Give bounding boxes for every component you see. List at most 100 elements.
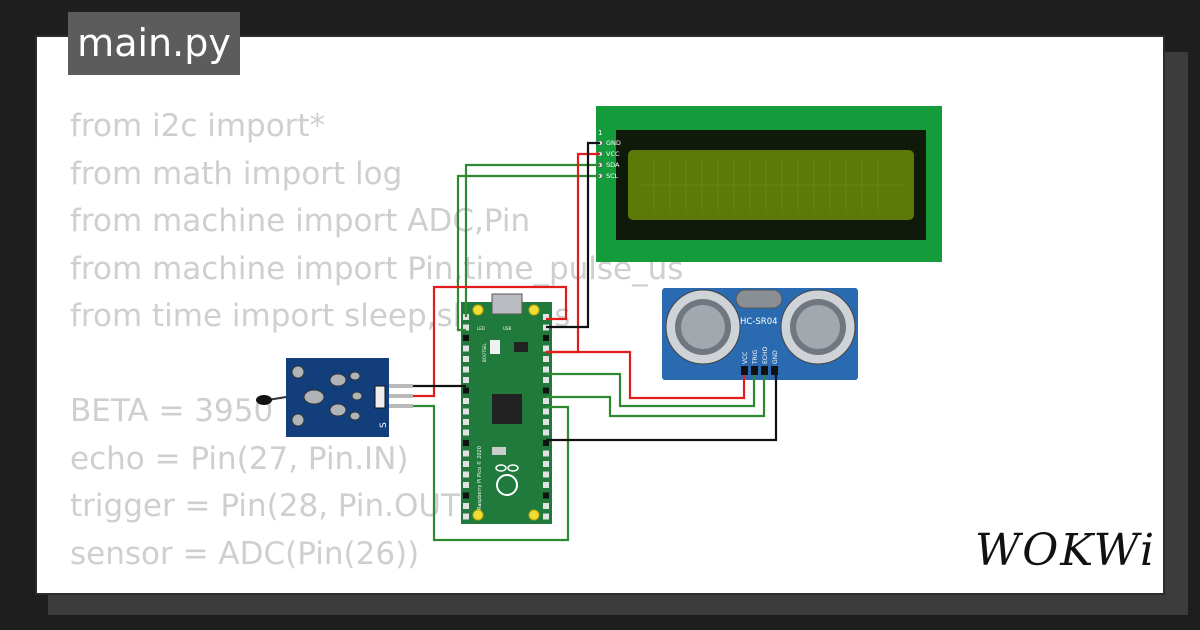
pico-pin[interactable] xyxy=(463,366,469,373)
pico-pin[interactable] xyxy=(463,377,469,383)
pico-pin[interactable] xyxy=(543,450,549,457)
pico-mount-hole xyxy=(528,304,540,316)
pico-pin[interactable] xyxy=(463,408,469,415)
pico-pin[interactable] xyxy=(463,471,469,478)
code-line: from i2c import* xyxy=(70,108,326,144)
wire-ntc-signal xyxy=(413,404,570,542)
thermistor xyxy=(256,395,272,405)
lcd-pin-sda: SDA xyxy=(606,161,620,169)
pico-pin[interactable] xyxy=(543,419,549,425)
rp2040-chip xyxy=(492,394,522,424)
pico-pin[interactable] xyxy=(463,324,469,331)
hc-sr04-model-label: HC-SR04 xyxy=(740,317,778,327)
pico-led xyxy=(492,447,506,455)
pico-pin[interactable] xyxy=(543,335,549,341)
pico-pin[interactable] xyxy=(463,440,469,446)
pico-pin[interactable] xyxy=(543,429,549,436)
pico-pin[interactable] xyxy=(463,419,469,425)
wokwi-logo: WOKWi xyxy=(975,525,1157,576)
pico-pin[interactable] xyxy=(543,408,549,415)
wires xyxy=(413,141,778,542)
pico-mount-hole xyxy=(472,304,484,316)
code-line: from machine import Pin,time_pulse_us xyxy=(70,250,684,287)
lcd-display[interactable]: 1 GND VCC SDA SCL xyxy=(596,106,942,262)
pico-pin[interactable] xyxy=(463,492,469,499)
lcd-pin-gnd: GND xyxy=(606,139,621,147)
wire-lcd-gnd xyxy=(546,141,600,329)
pico-pin[interactable] xyxy=(463,398,469,404)
pico-pin[interactable] xyxy=(543,503,549,509)
pico-pin[interactable] xyxy=(543,461,549,467)
pico-pin[interactable] xyxy=(543,356,549,362)
pico-pin[interactable] xyxy=(463,461,469,467)
pico-pin[interactable] xyxy=(543,345,549,352)
hc-sr04-pin-vcc: VCC xyxy=(742,352,749,364)
pico-pin[interactable] xyxy=(463,335,469,341)
pico-pin[interactable] xyxy=(543,387,549,394)
pico-pin[interactable] xyxy=(543,314,549,320)
hc-sr04-pin-echo: ECHO xyxy=(762,347,769,364)
pico-pins-right xyxy=(543,314,549,520)
pico-pin[interactable] xyxy=(543,440,549,446)
wire-hcsr04-gnd xyxy=(546,375,778,442)
hc-sr04-sensor[interactable]: HC-SR04 VCC TRIG ECHO GND xyxy=(662,288,858,380)
pico-chip xyxy=(514,342,528,352)
pico-pin[interactable] xyxy=(463,450,469,457)
pico-pin[interactable] xyxy=(543,366,549,373)
pico-pin[interactable] xyxy=(463,503,469,509)
mounting-hole xyxy=(291,365,305,379)
pico-bootsel-label: BOOTSEL xyxy=(482,343,487,362)
pico-pin[interactable] xyxy=(543,492,549,499)
hc-sr04-header xyxy=(741,366,778,375)
wire-ntc-vcc xyxy=(413,285,568,398)
lcd-pin-scl: SCL xyxy=(606,172,619,180)
code-line: trigger = Pin(28, Pin.OUT) xyxy=(70,488,473,524)
code-line: from math import log xyxy=(70,155,403,192)
pico-mount-hole xyxy=(472,509,484,521)
raspberry-logo xyxy=(495,464,519,496)
lcd-char-grid xyxy=(640,158,902,212)
code-line: from machine import ADC,Pin xyxy=(70,203,531,239)
code-preview: from i2c import* from math import log fr… xyxy=(70,103,683,578)
pico-mount-hole xyxy=(528,509,540,521)
pico-led-label: LED xyxy=(477,326,485,331)
pico-pin[interactable] xyxy=(463,513,469,520)
pico-pin[interactable] xyxy=(543,471,549,478)
crystal-oscillator xyxy=(735,289,783,309)
code-line: sensor = ADC(Pin(26)) xyxy=(70,535,420,572)
ntc-pin-label: S xyxy=(379,422,389,428)
pico-side-label: Raspberry Pi Pico © 2020 xyxy=(476,446,483,510)
code-line: echo = Pin(27, Pin.IN) xyxy=(70,440,409,477)
raspberry-pi-pico[interactable]: LED USB BOOTSEL Raspberry Pi Pico © 2020 xyxy=(461,293,552,524)
wire-hcsr04-vcc xyxy=(546,350,746,400)
pico-usb-label: USB xyxy=(503,326,511,331)
pico-pin[interactable] xyxy=(463,429,469,436)
pico-pin[interactable] xyxy=(543,482,549,488)
pico-pin[interactable] xyxy=(463,387,469,394)
hc-sr04-pin-gnd: GND xyxy=(772,350,779,364)
lcd-row-label: 1 xyxy=(598,129,602,137)
ntc-temperature-sensor[interactable]: S xyxy=(256,358,413,437)
wire-lcd-vcc xyxy=(546,152,600,354)
pico-pin[interactable] xyxy=(543,377,549,383)
bootsel-button[interactable] xyxy=(490,340,500,354)
wire-hcsr04-echo xyxy=(546,375,766,418)
mounting-hole xyxy=(291,413,305,427)
pico-pin[interactable] xyxy=(543,398,549,404)
pico-pin[interactable] xyxy=(463,356,469,362)
transducer-right xyxy=(780,289,856,365)
wire-lcd-sda xyxy=(464,163,600,317)
pico-pins-left xyxy=(463,314,469,520)
usb-connector xyxy=(491,293,523,315)
wire-hcsr04-trig xyxy=(546,372,756,408)
pico-pin[interactable] xyxy=(543,513,549,520)
hc-sr04-pin-trig: TRIG xyxy=(752,349,759,365)
ntc-resistor xyxy=(374,385,386,409)
lcd-pin-vcc: VCC xyxy=(606,150,620,158)
pico-pin[interactable] xyxy=(463,482,469,488)
file-tab[interactable]: main.py xyxy=(68,12,240,75)
transducer-left xyxy=(665,289,741,365)
pico-pin[interactable] xyxy=(463,345,469,352)
wire-lcd-scl xyxy=(456,174,600,332)
